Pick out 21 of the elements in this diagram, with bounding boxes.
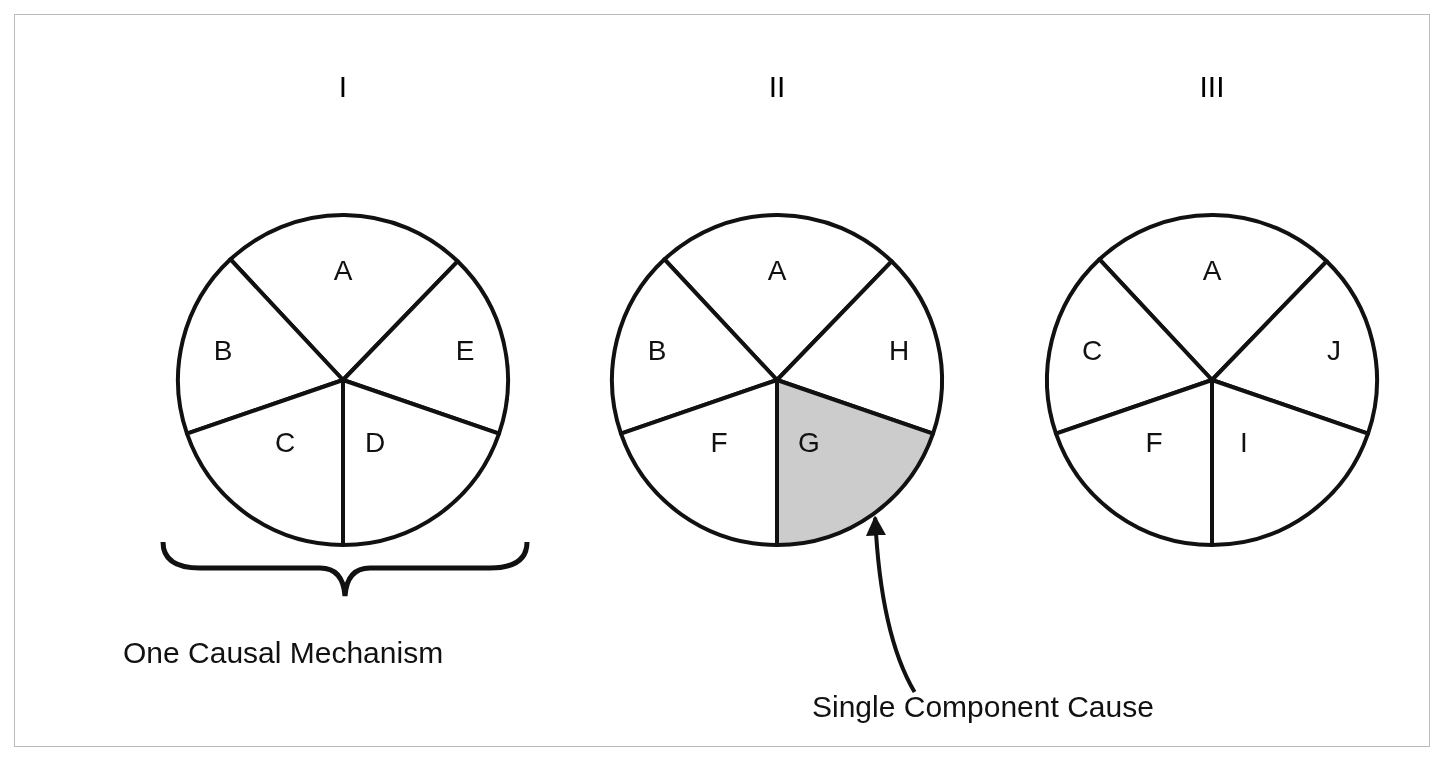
slice-letter: F: [1145, 427, 1163, 458]
slice-letter: B: [213, 335, 233, 366]
slice-letter: I: [1240, 427, 1248, 458]
slice-letter: A: [333, 255, 353, 286]
pie-heading: III: [1198, 70, 1226, 104]
arrow: [866, 515, 917, 693]
slice-letter: E: [455, 335, 475, 366]
slice-letter: H: [888, 335, 910, 366]
slice-letter: B: [647, 335, 667, 366]
slice-letter: G: [798, 427, 820, 458]
slice-letter: D: [364, 427, 386, 458]
slice-letter: J: [1327, 335, 1341, 366]
slice-letter: A: [767, 255, 787, 286]
slice-letter: C: [274, 427, 296, 458]
slice-letter: C: [1081, 335, 1103, 366]
pie-heading: I: [337, 70, 349, 104]
callout-text: Single Component Cause: [812, 690, 1154, 724]
group-caption: One Causal Mechanism: [123, 636, 444, 670]
slice-letter: F: [710, 427, 728, 458]
pie-heading: II: [767, 70, 787, 104]
slice-letter: A: [1202, 255, 1222, 286]
